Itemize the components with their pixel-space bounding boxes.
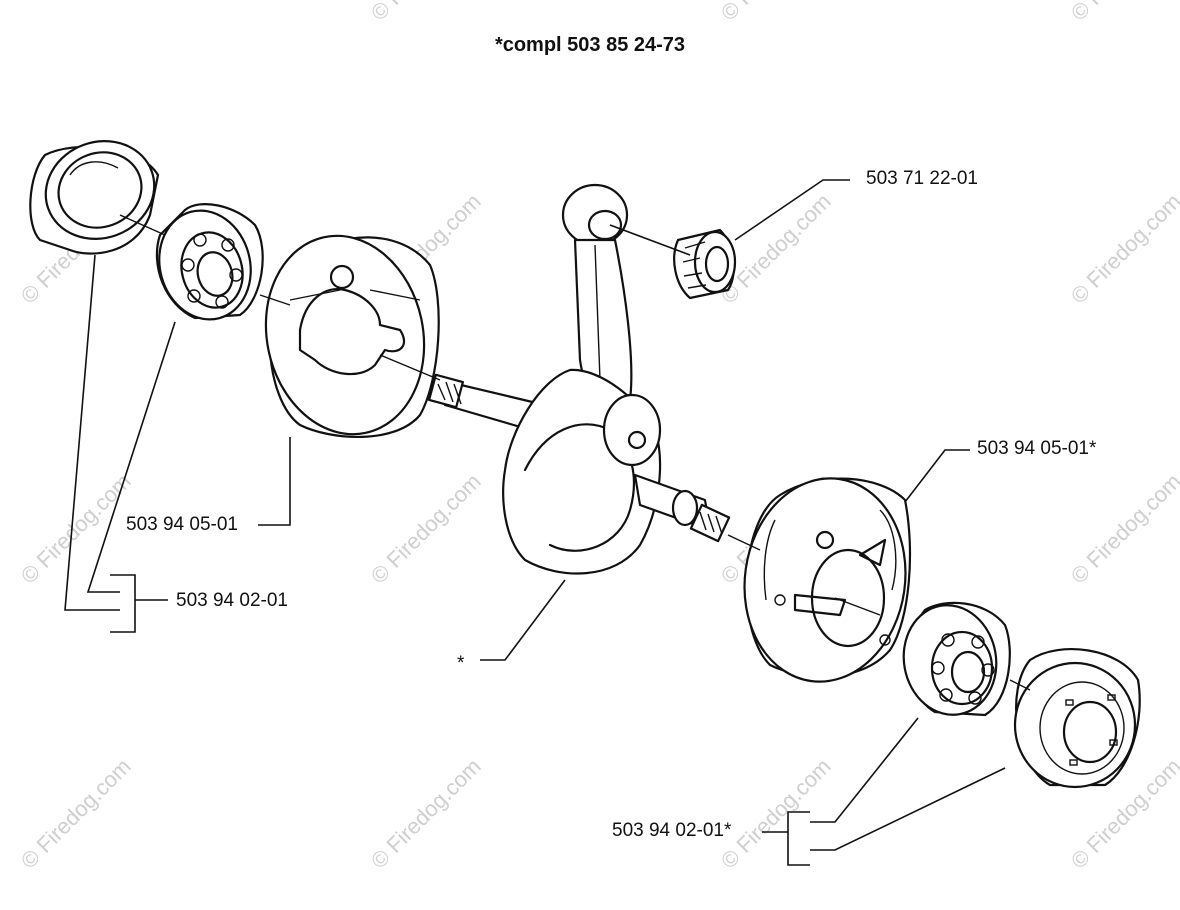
crankshaft [428,183,731,575]
label-crankshaft: * [457,653,465,674]
label-right-bearing: 503 94 02-01* [612,820,732,841]
left-crank-half [264,234,440,438]
watermark-text: © Firedog.com [716,0,836,26]
watermark-text: © Firedog.com [1066,189,1180,309]
watermark-text: © Firedog.com [366,754,486,874]
label-right-crank-half: 503 94 05-01* [977,438,1097,459]
watermark-text: © Firedog.com [1066,0,1180,26]
diagram-title: *compl 503 85 24-73 [494,34,686,56]
label-left-crank-half: 503 94 05-01 [126,514,238,535]
label-needle-bearing: 503 71 22-01 [866,168,978,189]
left-ball-bearing [155,203,264,321]
watermark-text: © Firedog.com [716,754,836,874]
watermark-text: © Firedog.com [16,754,136,874]
needle-bearing [673,228,737,300]
leader-lines [64,179,1031,866]
left-seal-ring [29,140,160,255]
watermark-text: © Firedog.com [366,469,486,589]
watermark-text: © Firedog.com [366,0,486,26]
right-seal [1013,648,1141,789]
label-left-bearing: 503 94 02-01 [176,590,288,611]
right-crank-half [743,477,912,683]
watermark-text: © Firedog.com [1066,469,1180,589]
right-ball-bearing [902,601,1011,717]
